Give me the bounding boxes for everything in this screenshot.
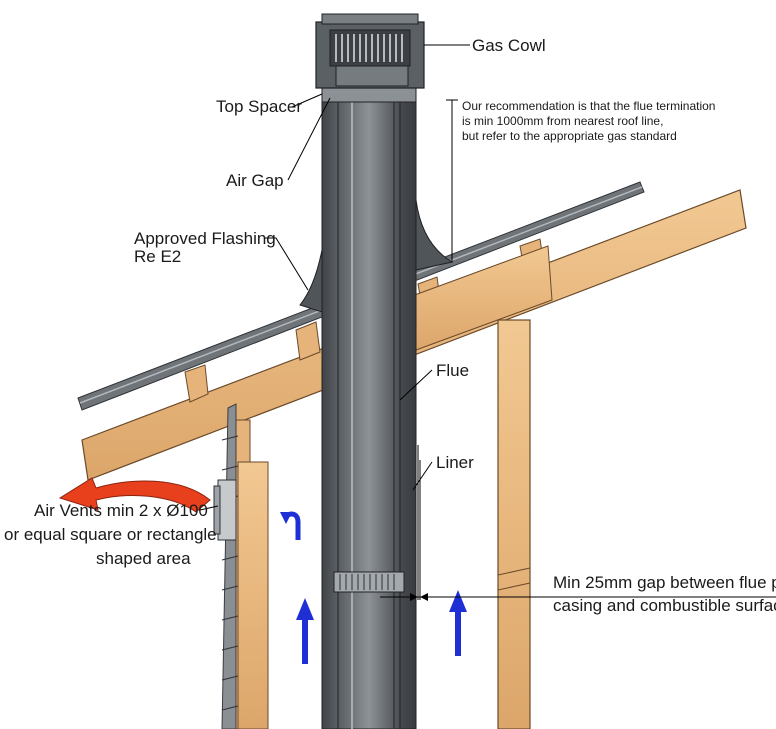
airflow-arrow-right bbox=[449, 590, 467, 656]
recommendation-line-2: is min 1000mm from nearest roof line, bbox=[462, 114, 663, 128]
top-spacer-label: Top Spacer bbox=[216, 97, 302, 116]
flue-pipe bbox=[337, 95, 401, 729]
min-gap-label-2: casing and combustible surface bbox=[553, 596, 776, 615]
liner-leader bbox=[412, 461, 433, 491]
air-vents-label-2: or equal square or rectangle bbox=[4, 525, 217, 544]
min-gap-label-1: Min 25mm gap between flue pipe bbox=[553, 573, 776, 592]
air-gap-leader bbox=[287, 97, 331, 181]
right-wall-stud bbox=[497, 319, 531, 729]
left-wall-framing bbox=[237, 461, 269, 729]
flue-leader bbox=[399, 369, 433, 401]
recommendation-note: Our recommendation is that the flue term… bbox=[462, 99, 715, 143]
approved-flashing-label: Approved Flashing bbox=[134, 229, 276, 248]
liner-label: Liner bbox=[436, 453, 474, 472]
gas-cowl bbox=[315, 13, 425, 89]
wall-cladding bbox=[221, 403, 237, 729]
approved-flashing bbox=[299, 249, 323, 313]
gas-cowl-label: Gas Cowl bbox=[472, 36, 546, 55]
airflow-arrow-curved bbox=[280, 511, 301, 540]
top-spacer-leader bbox=[291, 93, 323, 108]
air-vent-grille bbox=[217, 479, 237, 541]
approved-flashing-ref: Re E2 bbox=[134, 247, 181, 266]
air-vent-leader bbox=[199, 505, 219, 511]
recommendation-line-1: Our recommendation is that the flue term… bbox=[462, 99, 715, 113]
air-gap-label: Air Gap bbox=[226, 171, 284, 190]
flue-label: Flue bbox=[436, 361, 469, 380]
flashing-leader bbox=[265, 237, 309, 291]
airflow-arrow-left bbox=[296, 598, 314, 664]
air-vents-label-3: shaped area bbox=[96, 549, 191, 568]
recommendation-line-3: but refer to the appropriate gas standar… bbox=[462, 129, 677, 143]
exhaust-arrow bbox=[58, 477, 211, 513]
air-vents-label-1: Air Vents min 2 x Ø100 bbox=[34, 501, 208, 520]
